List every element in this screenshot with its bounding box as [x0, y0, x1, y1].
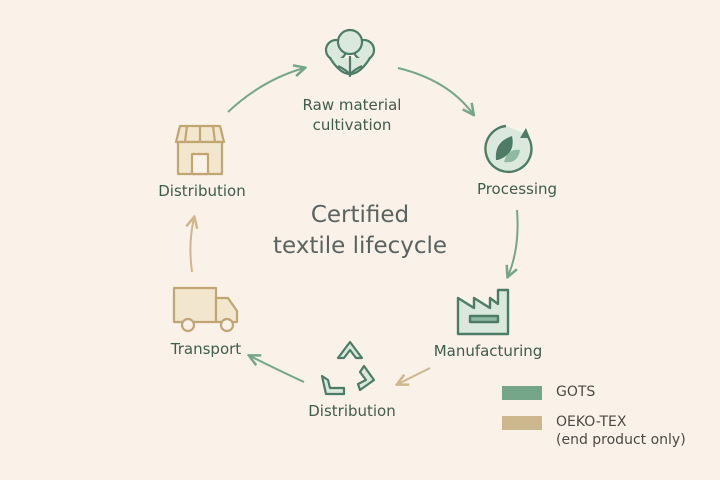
raw-material-line1: Raw material	[302, 96, 402, 114]
stage-distribution-store-label: Distribution	[158, 182, 246, 200]
arrow-recycle-to-transport	[250, 356, 305, 383]
stage-transport-label: Transport	[170, 340, 242, 358]
stage-raw-material-label: Raw material cultivation	[292, 96, 412, 135]
legend-item-gots: GOTS	[502, 383, 595, 401]
legend-note-oekotex: (end product only)	[556, 432, 686, 449]
title-line1: Certified	[310, 202, 410, 228]
legend-swatch-oekotex	[502, 416, 542, 430]
legend-text-oekotex: OEKO-TEX (end product only)	[556, 413, 686, 449]
stage-distribution-recycle-label: Distribution	[308, 402, 396, 420]
arrow-manufacturing-to-recycle	[398, 367, 431, 384]
legend-swatch-gots	[502, 386, 542, 400]
legend-label-gots: GOTS	[556, 384, 596, 400]
stage-processing-label: Processing	[476, 180, 558, 198]
storefront-icon	[174, 124, 226, 176]
arrow-processing-to-manufacturing	[508, 209, 519, 276]
legend-item-oekotex: OEKO-TEX (end product only)	[502, 413, 686, 449]
factory-icon	[456, 288, 510, 336]
truck-icon	[172, 286, 239, 333]
raw-material-line2: cultivation	[312, 115, 392, 134]
cotton-plant-icon	[324, 28, 376, 78]
stage-manufacturing-label: Manufacturing	[433, 342, 543, 360]
recycle-leaf-icon	[484, 124, 533, 174]
title-line2: textile lifecycle	[272, 233, 448, 260]
diagram-title: Certified textile lifecycle	[230, 200, 490, 262]
recycle-arrows-icon	[320, 340, 376, 396]
legend-label-oekotex: OEKO-TEX	[556, 414, 627, 430]
arrow-raw-to-processing	[397, 67, 473, 114]
arrow-transport-to-distribution	[190, 218, 194, 273]
arrow-distribution-to-raw	[227, 68, 304, 113]
